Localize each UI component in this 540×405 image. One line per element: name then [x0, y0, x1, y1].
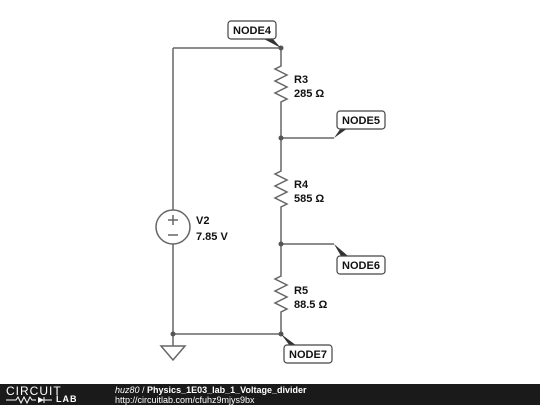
voltage-source-circle [155, 209, 191, 245]
r5-name: R5 [294, 285, 308, 297]
circuit-title-line: huz80 / Physics_1E03_lab_1_Voltage_divid… [115, 385, 306, 395]
v2-value: 7.85 V [196, 231, 228, 243]
r4-value: 585 Ω [294, 193, 324, 205]
tag-box [227, 20, 277, 40]
resistor-r4[interactable]: R4 585 Ω [273, 167, 324, 209]
node-label-node5[interactable]: NODE5 [334, 110, 386, 138]
node-label-node7[interactable]: NODE7 [281, 334, 333, 364]
resistor-zigzag [273, 167, 289, 209]
r3-name: R3 [294, 74, 308, 86]
ground-triangle [159, 345, 187, 362]
resistor-logo-icon [6, 396, 52, 404]
node7-text: NODE7 [289, 349, 327, 361]
tag-box [336, 255, 386, 275]
tag-box [283, 344, 333, 364]
tag-pointer [334, 128, 348, 138]
logo-text-bottom: LAB [56, 394, 78, 404]
circuit-title: Physics_1E03_lab_1_Voltage_divider [147, 385, 307, 395]
node5-text: NODE5 [342, 115, 380, 127]
r3-value: 285 Ω [294, 88, 324, 100]
resistor-r5[interactable]: R5 88.5 Ω [273, 272, 327, 314]
v2-name: V2 [196, 215, 209, 227]
node4-text: NODE4 [233, 25, 272, 37]
junction-node5 [278, 135, 284, 141]
node6-text: NODE6 [342, 260, 380, 272]
resistor-zigzag [273, 272, 289, 314]
circuitlab-logo[interactable]: CIRCUIT LAB [4, 385, 104, 405]
footer-bar: CIRCUIT LAB huz80 / Physics_1E03_lab_1_V… [0, 384, 540, 405]
tag-pointer [281, 334, 297, 346]
tag-pointer [334, 244, 348, 256]
junctions [170, 45, 284, 337]
tag-pointer [262, 38, 281, 48]
r4-name: R4 [294, 179, 309, 191]
resistor-r3[interactable]: R3 285 Ω [273, 62, 324, 104]
r5-value: 88.5 Ω [294, 299, 327, 311]
schematic: V2 7.85 V R3 285 Ω R4 585 Ω R5 88.5 Ω [155, 20, 386, 364]
ground-icon [159, 345, 187, 362]
circuit-url[interactable]: http://circuitlab.com/cfuhz9mjys9bx [115, 395, 255, 405]
tag-box [336, 110, 386, 130]
node-label-node6[interactable]: NODE6 [334, 244, 386, 275]
voltage-source-v2[interactable]: V2 7.85 V [155, 209, 228, 245]
logo-text-top: CIRCUIT [6, 384, 62, 398]
title-separator: / [139, 385, 148, 395]
resistor-zigzag [273, 62, 289, 104]
junction-ground [170, 331, 176, 337]
node-label-node4[interactable]: NODE4 [227, 20, 281, 48]
junction-node6 [278, 241, 284, 247]
author-name[interactable]: huz80 [115, 385, 140, 395]
